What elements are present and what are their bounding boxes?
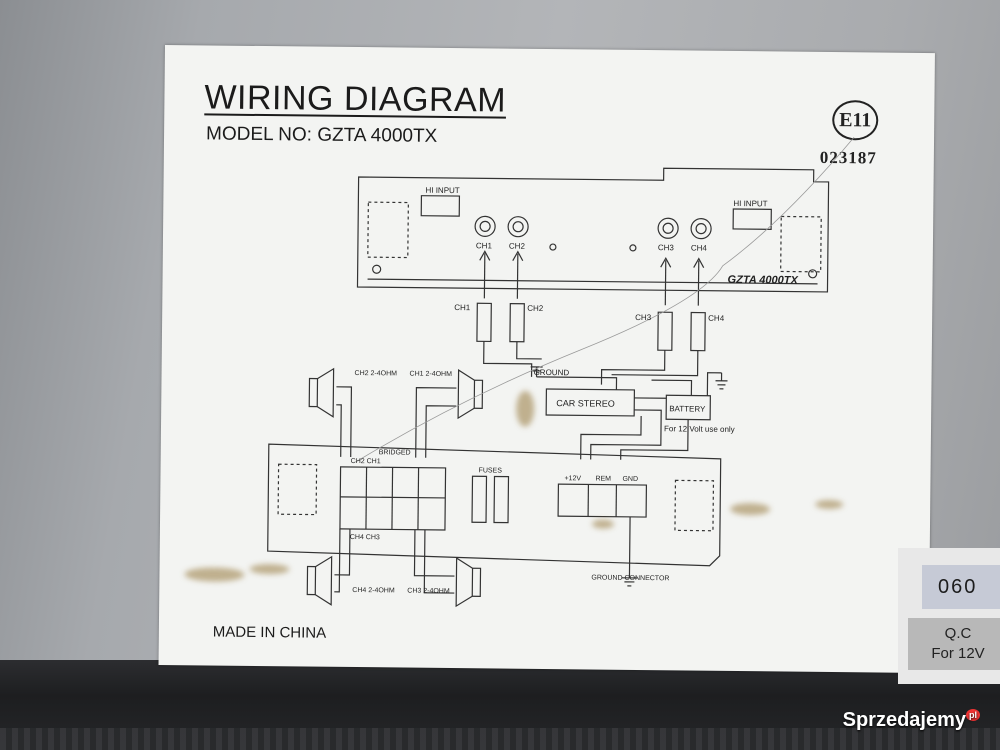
stain xyxy=(591,519,615,529)
bridged-label: BRIDGED xyxy=(379,449,411,456)
rca-plug-ch1 xyxy=(476,302,492,343)
stain xyxy=(815,499,844,510)
sticker-volt-label: For 12V xyxy=(931,645,985,662)
ground-connector-label: GROUND CONNECTOR xyxy=(591,574,669,582)
made-in-label: MADE IN CHINA xyxy=(212,623,327,642)
car-stereo-box xyxy=(545,388,636,417)
sticker-qc: Q.C For 12V xyxy=(908,618,1000,670)
amp-bottom-outline xyxy=(267,443,722,567)
fuses-label: FUSES xyxy=(479,467,503,474)
plus12v-label: +12V xyxy=(564,475,581,482)
rca-ch2-label: CH2 xyxy=(527,304,544,313)
sticker-qc-label: Q.C xyxy=(944,625,972,642)
ground-symbol-icon xyxy=(715,372,728,390)
rca-ch4-label: CH4 xyxy=(708,314,725,323)
bridge-bottom-label: CH4 CH3 xyxy=(350,534,380,541)
amp-ch1-label: CH1 xyxy=(476,241,493,250)
speaker-label-top-left: CH2 2-4OHM xyxy=(355,370,398,377)
hi-input-left-label: HI INPUT xyxy=(425,186,459,195)
rca-plug-ch4 xyxy=(690,311,706,352)
gnd-label: GND xyxy=(622,476,638,483)
battery-note: For 12 Volt use only xyxy=(664,424,735,434)
amp-ch3-label: CH3 xyxy=(658,243,675,252)
rca-ch1-label: CH1 xyxy=(454,303,471,312)
rca-jack-ch1 xyxy=(474,215,496,237)
ground-connector-icon xyxy=(621,577,638,587)
hi-input-right-label: HI INPUT xyxy=(733,199,767,208)
stain xyxy=(249,563,290,575)
hi-input-left-connector xyxy=(420,195,461,217)
speaker-label-bottom-left: CH4 2-4OHM xyxy=(352,587,395,594)
amp-model-badge: GZTA 4000TX xyxy=(728,274,799,287)
rem-label: REM xyxy=(595,476,611,483)
speaker-icon-bottom-left xyxy=(306,555,333,606)
ground-label: GROUND xyxy=(534,368,570,377)
speaker-icon-top-right xyxy=(457,369,484,420)
rca-jack-ch3 xyxy=(657,217,679,239)
amp-ch4-label: CH4 xyxy=(691,244,708,253)
power-terminal-block xyxy=(557,483,648,518)
watermark-badge-icon: pl xyxy=(966,709,980,722)
rca-jack-ch2 xyxy=(507,216,529,238)
rca-jack-ch4 xyxy=(690,218,712,240)
fuse-2 xyxy=(493,475,510,524)
hi-input-right-connector xyxy=(732,208,772,230)
device-vent-strip xyxy=(0,728,1000,750)
speaker-label-bottom-right: CH3 2-4OHM xyxy=(407,588,450,595)
battery-label: BATTERY xyxy=(669,404,706,413)
fuse-1 xyxy=(471,475,488,523)
bridge-top-label: CH2 CH1 xyxy=(351,458,381,465)
car-stereo-label: CAR STEREO xyxy=(556,398,615,409)
rca-plug-ch2 xyxy=(509,303,525,343)
sticker-number: 060 xyxy=(922,565,1000,609)
amp-top-outline xyxy=(356,167,830,293)
watermark-text: Sprzedajemy xyxy=(842,709,966,731)
wiring-label: WIRING DIAGRAM MODEL NO: GZTA 4000TX E11… xyxy=(158,45,935,674)
rca-ch3-label: CH3 xyxy=(635,313,652,322)
speaker-icon-bottom-right xyxy=(455,556,482,608)
amp-ch2-label: CH2 xyxy=(509,242,526,251)
wiring-diagram: HI INPUT HI INPUT CH1 CH2 CH3 CH4 GZTA 4… xyxy=(267,136,855,608)
stain xyxy=(730,502,771,516)
speaker-icon-top-left xyxy=(308,367,335,418)
speaker-label-top-right: CH1 2-4OHM xyxy=(410,371,453,378)
vent-icon xyxy=(367,201,822,273)
rca-plug-ch3 xyxy=(657,311,673,351)
